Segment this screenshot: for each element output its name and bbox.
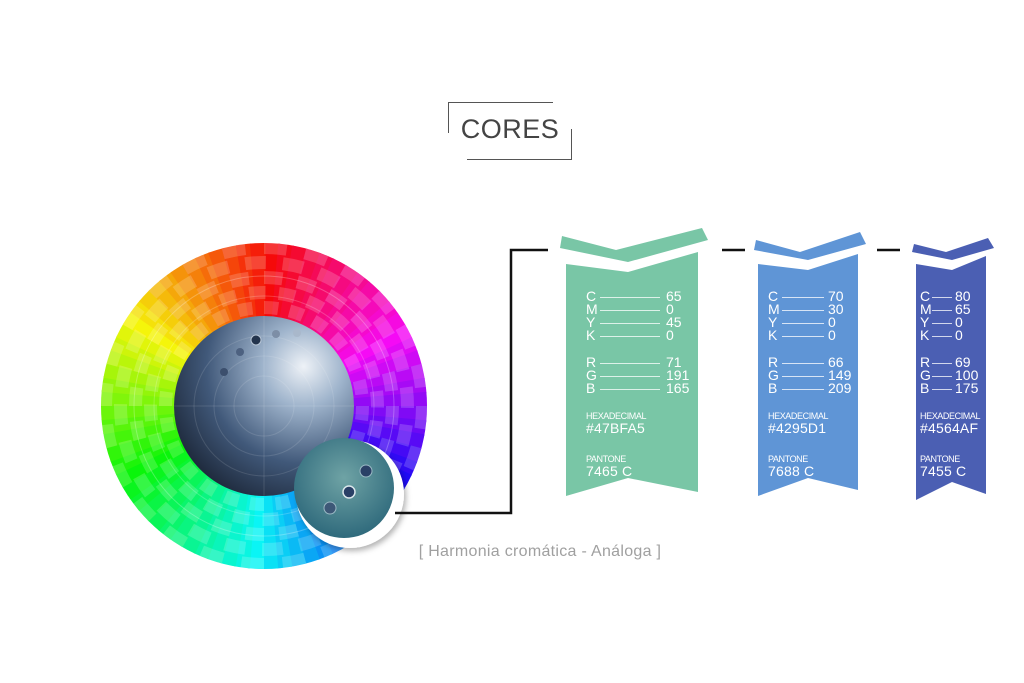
inner-sphere [174, 316, 354, 496]
r-value: 66 [828, 354, 844, 370]
swatch-2-shape [754, 232, 866, 496]
y-label: Y [768, 314, 778, 330]
b-value: 175 [955, 380, 979, 396]
pantone-value: 7465 C [586, 463, 633, 479]
harmony-caption: [ Harmonia cromática - Análoga ] [418, 543, 662, 560]
y-value: 0 [955, 314, 963, 330]
inner-sphere-grid [174, 316, 354, 496]
y-value: 45 [666, 314, 682, 330]
b-value: 209 [828, 380, 852, 396]
hue-ring-texture [101, 243, 427, 569]
r-value: 69 [955, 354, 971, 370]
c-label: C [586, 288, 597, 304]
pantone-label: PANTONE [768, 454, 808, 464]
k-value: 0 [828, 327, 836, 343]
c-label: C [768, 288, 779, 304]
b-label: B [920, 380, 930, 396]
r-label: R [586, 354, 597, 370]
r-label: R [768, 354, 779, 370]
ring-guide-inner [153, 295, 375, 517]
m-value: 0 [666, 301, 674, 317]
k-value: 0 [955, 327, 963, 343]
r-value: 71 [666, 354, 682, 370]
ring-guide-outer [133, 275, 395, 537]
k-label: K [920, 327, 930, 343]
hex-label: HEXADECIMAL [768, 411, 829, 421]
m-label: M [768, 301, 780, 317]
c-value: 70 [828, 288, 844, 304]
m-value: 30 [828, 301, 844, 317]
c-value: 80 [955, 288, 971, 304]
b-label: B [586, 380, 596, 396]
pantone-label: PANTONE [920, 454, 960, 464]
k-label: K [768, 327, 778, 343]
c-label: C [920, 288, 931, 304]
pantone-label: PANTONE [586, 454, 626, 464]
y-label: Y [586, 314, 596, 330]
g-value: 149 [828, 367, 852, 383]
hex-label: HEXADECIMAL [586, 411, 647, 421]
m-label: M [586, 301, 598, 317]
hex-label: HEXADECIMAL [920, 411, 981, 421]
k-label: K [586, 327, 596, 343]
inner-sphere-dots [220, 329, 301, 376]
y-value: 0 [828, 314, 836, 330]
page-title: CORES [460, 114, 560, 144]
b-value: 165 [666, 380, 690, 396]
swatch-3-shape [912, 238, 994, 500]
y-label: Y [920, 314, 930, 330]
g-value: 191 [666, 367, 690, 383]
k-value: 0 [666, 327, 674, 343]
title-bracket-bottom-right [467, 129, 572, 160]
pantone-value: 7455 C [920, 463, 967, 479]
swatch-1-shape [560, 228, 708, 496]
pantone-value: 7688 C [768, 463, 815, 479]
title-bracket-top-left [448, 102, 553, 133]
m-value: 65 [955, 301, 971, 317]
b-label: B [768, 380, 778, 396]
title-frame: CORES [448, 102, 572, 160]
g-label: G [586, 367, 597, 383]
m-label: M [920, 301, 932, 317]
g-label: G [920, 367, 931, 383]
g-value: 100 [955, 367, 979, 383]
connector-line-main [395, 248, 548, 515]
g-label: G [768, 367, 779, 383]
hex-value: #47BFA5 [586, 420, 645, 436]
hex-value: #4564AF [920, 420, 979, 436]
hex-value: #4295D1 [768, 420, 827, 436]
c-value: 65 [666, 288, 682, 304]
r-label: R [920, 354, 931, 370]
magnifier-dots [323, 464, 373, 515]
